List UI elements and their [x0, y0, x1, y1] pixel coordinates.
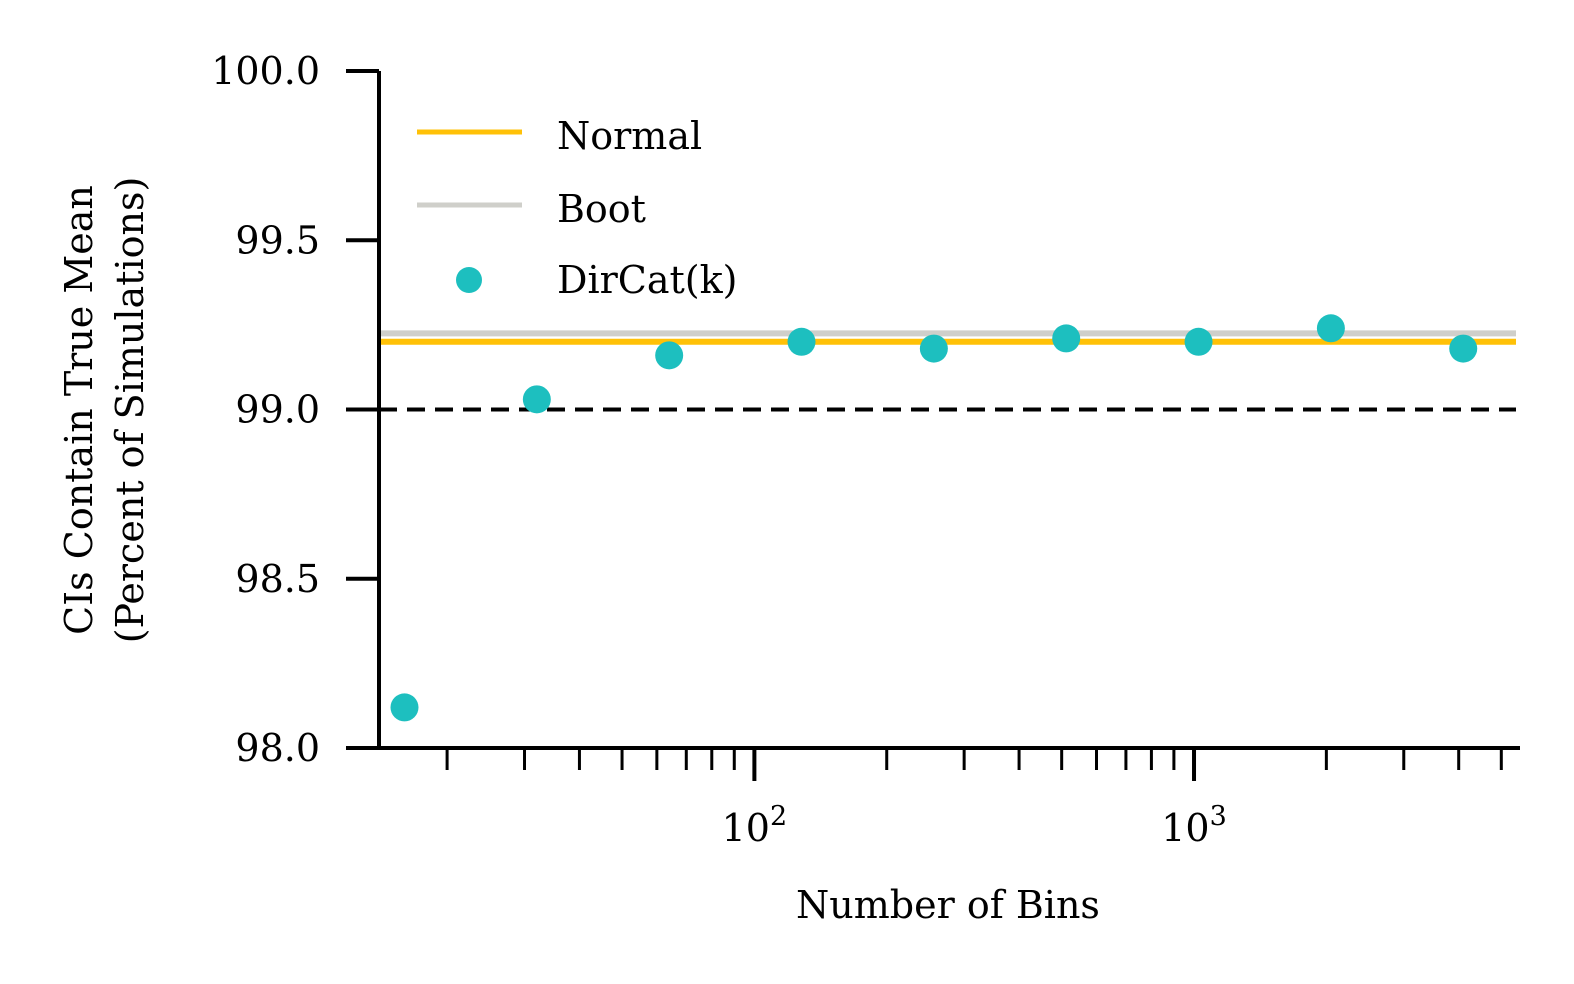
y-ticks: 98.0 98.5 99.0 99.5 100.0: [211, 49, 379, 770]
y-tick-label: 100.0: [211, 49, 320, 93]
y-axis-title-line-1: CIs Contain True Mean: [57, 185, 101, 635]
data-point: [1316, 314, 1345, 343]
y-tick-label: 98.5: [235, 557, 320, 601]
data-point: [655, 341, 684, 370]
data-point: [1184, 327, 1213, 356]
data-point: [522, 385, 551, 414]
y-tick-label: 99.0: [235, 388, 320, 432]
x-axis-title: Number of Bins: [796, 883, 1100, 927]
data-point: [390, 693, 419, 722]
x-tick-label: 103: [1161, 801, 1227, 850]
data-point: [787, 327, 816, 356]
legend: Normal Boot DirCat(k): [417, 114, 737, 302]
x-tick-label: 102: [722, 801, 788, 850]
y-tick-label: 98.0: [235, 726, 320, 770]
x-ticks: 102 103: [445, 748, 1503, 850]
legend-dircat-label: DirCat(k): [557, 258, 737, 302]
legend-boot-label: Boot: [557, 187, 646, 231]
data-points: [390, 314, 1478, 722]
legend-normal-label: Normal: [557, 114, 702, 158]
y-axis-title-line-2: (Percent of Simulations): [108, 177, 152, 644]
data-point: [919, 334, 948, 363]
data-point: [1052, 324, 1081, 353]
data-point: [1449, 334, 1478, 363]
legend-dircat-swatch: [456, 267, 482, 293]
y-tick-label: 99.5: [235, 218, 320, 262]
